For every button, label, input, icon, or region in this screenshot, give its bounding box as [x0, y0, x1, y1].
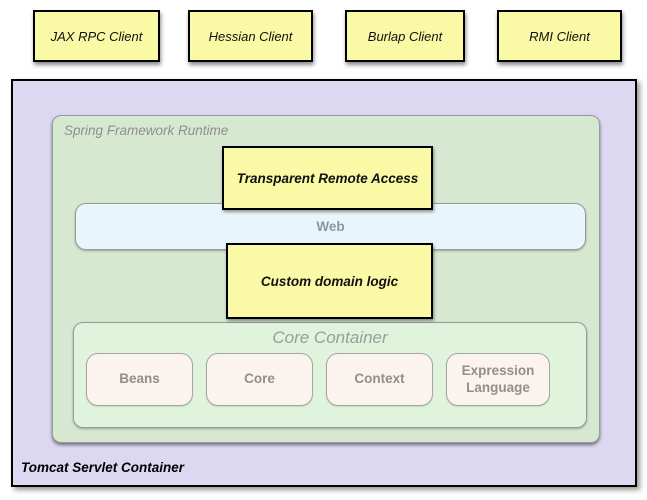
- module-box-expression-language: Expression Language: [446, 353, 550, 406]
- client-box-jax-rpc: JAX RPC Client: [33, 10, 160, 62]
- spring-runtime-label: Spring Framework Runtime: [64, 123, 229, 138]
- web-layer-bar: Web: [75, 203, 586, 250]
- client-box-label: JAX RPC Client: [50, 28, 143, 44]
- web-layer-label: Web: [316, 219, 345, 234]
- module-box-context: Context: [326, 353, 433, 406]
- module-box-beans: Beans: [86, 353, 193, 406]
- transparent-remote-access-label: Transparent Remote Access: [236, 170, 419, 186]
- transparent-remote-access-box: Transparent Remote Access: [222, 146, 433, 210]
- custom-domain-logic-label: Custom domain logic: [260, 273, 399, 289]
- core-container-label: Core Container: [272, 328, 388, 347]
- client-box-label: Hessian Client: [208, 28, 293, 44]
- module-box-core: Core: [206, 353, 313, 406]
- core-container: Core Container Beans Core Context Expres…: [73, 322, 587, 428]
- client-box-label: Burlap Client: [367, 28, 443, 44]
- client-box-burlap: Burlap Client: [345, 10, 465, 62]
- client-box-rmi: RMI Client: [497, 10, 622, 62]
- module-label: Expression Language: [461, 362, 535, 395]
- module-label: Core: [244, 371, 275, 387]
- tomcat-container-label: Tomcat Servlet Container: [21, 460, 185, 475]
- client-box-label: RMI Client: [529, 28, 590, 44]
- custom-domain-logic-box: Custom domain logic: [226, 243, 433, 319]
- client-box-hessian: Hessian Client: [188, 10, 313, 62]
- module-label: Beans: [119, 371, 160, 387]
- module-label: Context: [354, 371, 405, 387]
